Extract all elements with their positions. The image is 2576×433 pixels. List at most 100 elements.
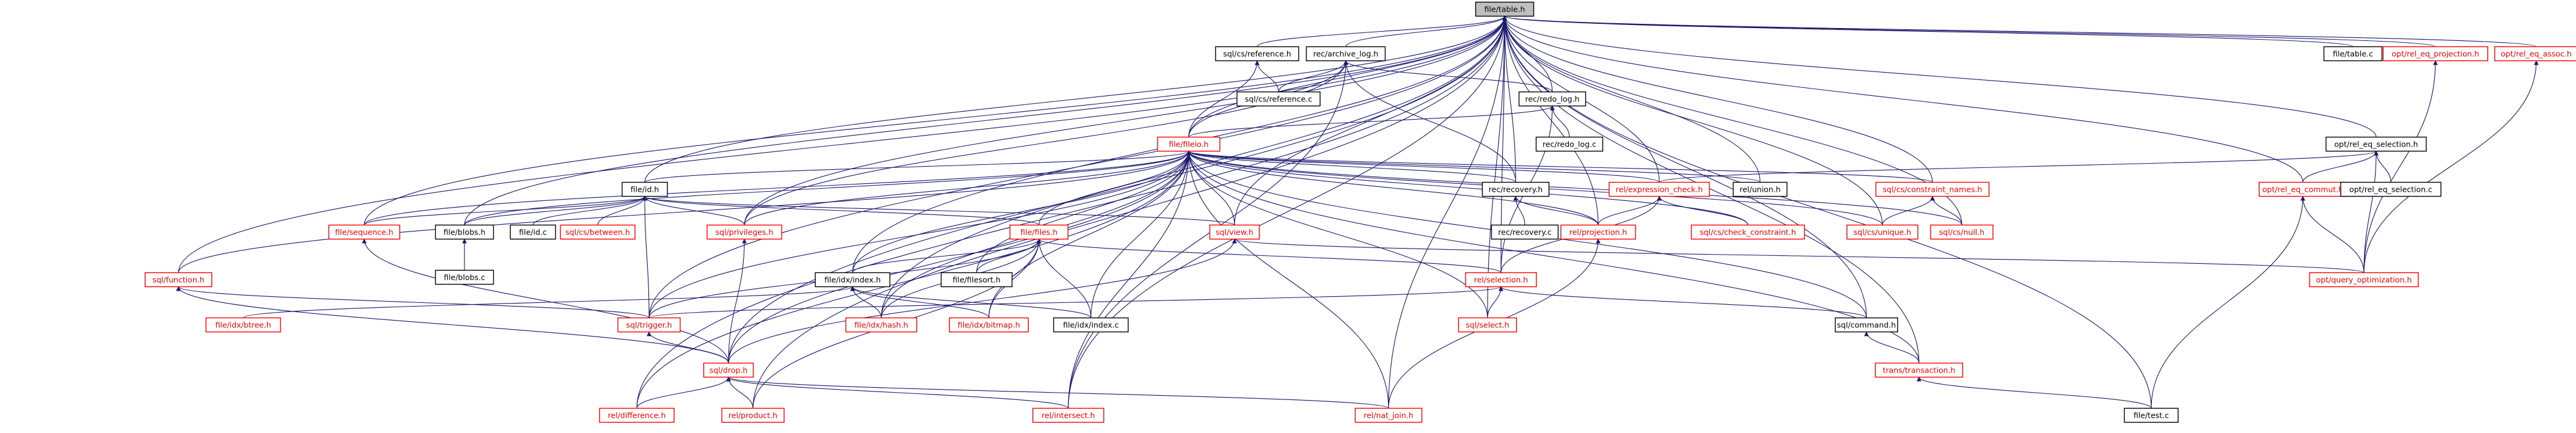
node-difference-h[interactable]: rel/difference.h — [599, 407, 675, 423]
node-table-c[interactable]: file/table.c — [2323, 46, 2383, 62]
edge-redo_log_h-fileio_h — [1188, 105, 1555, 137]
node-rel-eq-projection-h[interactable]: opt/rel_eq_projection.h — [2382, 46, 2489, 62]
node-bitmap-h[interactable]: file/idx/bitmap.h — [949, 317, 1029, 333]
edge-id_h-id_c — [532, 195, 647, 225]
node-label: opt/rel_eq_commut.h — [2262, 185, 2343, 194]
edge-root-cs_reference_h — [1257, 15, 1507, 47]
node-idx-index-c[interactable]: file/idx/index.c — [1053, 317, 1129, 333]
node-box — [1874, 362, 1964, 378]
node-label: rel/intersect.h — [1041, 411, 1095, 420]
edge-fileio_h-nat_join_h — [1186, 150, 1389, 409]
edge-archive_log_h-privileges_h — [744, 60, 1348, 225]
node-archive-log-h[interactable]: rec/archive_log.h — [1305, 46, 1386, 62]
node-rel-eq-selection-h[interactable]: opt/rel_eq_selection.h — [2325, 136, 2427, 152]
node-function-h[interactable]: sql/function.h — [144, 272, 213, 288]
node-query-optimization-h[interactable]: opt/query_optimization.h — [2309, 272, 2419, 288]
edge-fileio_h-drop_h — [728, 150, 1191, 363]
node-nat-join-h[interactable]: rel/nat_join.h — [1354, 407, 1423, 423]
node-idx-index-h[interactable]: file/idx/index.h — [815, 272, 890, 288]
node-id-c[interactable]: file/id.c — [510, 224, 556, 240]
node-privileges-h[interactable]: sql/privileges.h — [706, 224, 782, 240]
node-box — [706, 224, 782, 240]
node-box — [845, 317, 917, 333]
node-label: file/table.c — [2333, 49, 2373, 59]
node-recovery-h[interactable]: rec/recovery.h — [1481, 181, 1550, 197]
edge-root-constraint_names_h — [1502, 15, 1933, 183]
node-label: file/fileio.h — [1169, 140, 1208, 149]
node-expression-check-h[interactable]: rel/expression_check.h — [1609, 181, 1710, 197]
node-blobs-h[interactable]: file/blobs.h — [435, 224, 494, 240]
node-cs-null-h[interactable]: sql/cs/null.h — [1930, 224, 1994, 240]
node-label: file/idx/index.h — [824, 275, 881, 285]
node-rel-eq-selection-c[interactable]: opt/rel_eq_selection.c — [2340, 181, 2442, 197]
edge-archive_log_h-redo_log_h — [1343, 60, 1553, 92]
node-projection-h[interactable]: rel/projection.h — [1560, 224, 1636, 240]
edge-fileio_h-projection_h — [1186, 150, 1599, 225]
node-intersect-h[interactable]: rel/intersect.h — [1032, 407, 1104, 423]
node-id-h[interactable]: file/id.h — [622, 181, 668, 197]
node-box — [1032, 407, 1104, 423]
node-selection-h[interactable]: rel/selection.h — [1465, 272, 1537, 288]
node-box — [2124, 407, 2179, 423]
node-fileio-h[interactable]: file/fileio.h — [1157, 136, 1220, 152]
node-redo-log-h[interactable]: rec/redo_log.h — [1518, 91, 1587, 107]
edge-drop_h-nat_join_h — [726, 376, 1389, 409]
node-recovery-c[interactable]: rec/recovery.c — [1491, 224, 1559, 240]
node-unique-h[interactable]: sql/cs/unique.h — [1846, 224, 1918, 240]
node-hash-h[interactable]: file/idx/hash.h — [845, 317, 917, 333]
node-label: rec/recovery.c — [1498, 228, 1552, 237]
edge-fileio_h-check_constraint_h — [1186, 150, 1749, 225]
edge-function_h-trigger_h — [176, 286, 650, 318]
node-label: sql/view.h — [1216, 228, 1253, 237]
edge-fileio_h-trigger_h — [648, 150, 1191, 318]
node-trigger-h[interactable]: sql/trigger.h — [617, 317, 681, 333]
node-select-h[interactable]: sql/select.h — [1458, 317, 1517, 333]
node-box — [617, 317, 681, 333]
node-files-h[interactable]: file/files.h — [1009, 224, 1069, 240]
node-drop-h[interactable]: sql/drop.h — [703, 362, 754, 378]
node-constraint-names-h[interactable]: sql/cs/constraint_names.h — [1875, 181, 1990, 197]
node-label: opt/rel_eq_selection.c — [2349, 185, 2432, 194]
edge-drop_h-intersect_h — [726, 376, 1069, 409]
node-label: rec/redo_log.c — [1543, 140, 1596, 149]
node-between-h[interactable]: sql/cs/between.h — [560, 224, 636, 240]
node-btree-h[interactable]: file/idx/btree.h — [205, 317, 281, 333]
node-sequence-h[interactable]: file/sequence.h — [328, 224, 400, 240]
edge-fileio_h-constraint_names_h — [1186, 150, 1933, 183]
node-box — [1518, 91, 1587, 107]
node-label: sql/drop.h — [710, 366, 747, 375]
node-filesort-h[interactable]: file/filesort.h — [941, 272, 1013, 288]
node-cs-reference-c[interactable]: sql/cs/reference.c — [1236, 91, 1321, 107]
node-box — [1835, 317, 1898, 333]
node-box — [1733, 181, 1788, 197]
node-label: file/idx/bitmap.h — [958, 321, 1020, 330]
node-box — [1236, 91, 1321, 107]
edge-fileio_h-idx_index_c — [1090, 150, 1191, 318]
node-rel-eq-commut-h[interactable]: opt/rel_eq_commut.h — [2258, 181, 2347, 197]
edge-fileio_h-cs_null_h — [1186, 150, 1962, 225]
node-label: sql/trigger.h — [626, 321, 672, 330]
node-product-h[interactable]: rel/product.h — [721, 407, 785, 423]
node-rel-eq-assoc-h[interactable]: opt/rel_eq_assoc.h — [2494, 46, 2576, 62]
node-transaction-h[interactable]: trans/transaction.h — [1874, 362, 1964, 378]
node-box — [2325, 136, 2427, 152]
node-cs-reference-h[interactable]: sql/cs/reference.h — [1215, 46, 1299, 62]
node-box — [1053, 317, 1129, 333]
node-box — [1209, 224, 1260, 240]
edge-selection_h-trigger_h — [648, 286, 1503, 318]
node-command-h[interactable]: sql/command.h — [1835, 317, 1898, 333]
node-box — [1930, 224, 1994, 240]
node-box — [510, 224, 556, 240]
node-label: sql/cs/check_constraint.h — [1700, 228, 1796, 237]
node-view-h[interactable]: sql/view.h — [1209, 224, 1260, 240]
edge-root-table_c — [1502, 15, 2354, 47]
node-box — [1535, 136, 1604, 152]
node-blobs-c[interactable]: file/blobs.c — [435, 269, 494, 285]
node-check-constraint-h[interactable]: sql/cs/check_constraint.h — [1690, 224, 1805, 240]
node-box — [703, 362, 754, 378]
edge-fileio_h-filesort_h — [976, 150, 1191, 273]
node-redo-log-c[interactable]: rec/redo_log.c — [1535, 136, 1604, 152]
edge-files_h-selection_h — [1037, 238, 1502, 273]
node-test-c[interactable]: file/test.c — [2124, 407, 2179, 423]
node-union-h[interactable]: rel/union.h — [1733, 181, 1788, 197]
